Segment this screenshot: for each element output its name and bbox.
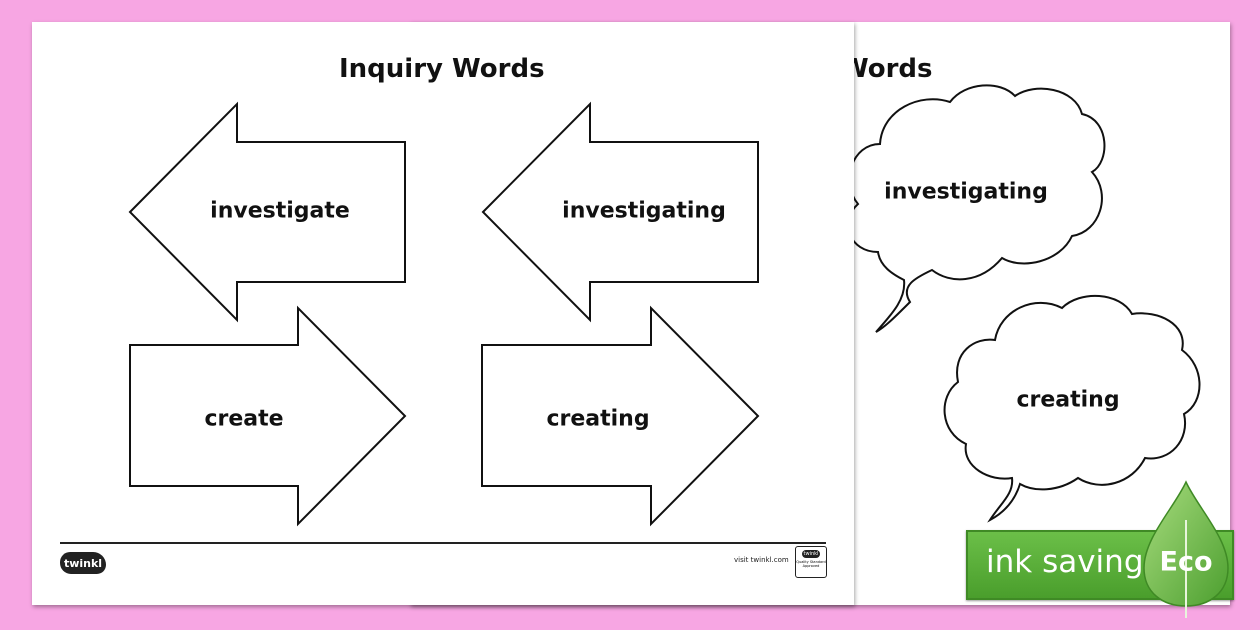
eco-leaf-icon: [1143, 480, 1229, 618]
bubble-word-creating: creating: [1016, 387, 1120, 413]
arrow-left-investigate: [128, 101, 406, 323]
front-worksheet: Inquiry Words investigate investigating …: [32, 22, 854, 605]
back-title-fragment: Words: [840, 54, 933, 84]
twinkl-logo: twinkl: [60, 552, 106, 574]
arrow-word-creating: creating: [546, 406, 650, 432]
footer-divider: [60, 542, 826, 544]
arrow-left-investigating: [481, 101, 759, 323]
badge-logo: twinkl: [802, 550, 820, 558]
speech-bubble-investigating: [847, 84, 1106, 333]
page-title: Inquiry Words: [339, 54, 545, 84]
speech-bubble-creating: [943, 294, 1201, 523]
arrow-shapes: [128, 101, 760, 527]
eco-label: Eco: [1159, 546, 1213, 578]
arrow-word-investigating: investigating: [562, 198, 726, 224]
arrow-right-creating: [481, 305, 760, 527]
visit-link-text: visit twinkl.com: [734, 556, 789, 564]
quality-badge-icon: twinkl Quality Standard Approved: [795, 546, 827, 578]
badge-text: Quality Standard Approved: [796, 560, 826, 568]
ink-saving-text: ink saving: [986, 544, 1144, 580]
arrow-word-investigate: investigate: [210, 198, 350, 224]
arrow-right-create: [129, 305, 407, 527]
arrow-word-create: create: [204, 406, 284, 432]
bubble-word-investigating: investigating: [884, 179, 1048, 205]
speech-bubbles: [847, 84, 1201, 523]
